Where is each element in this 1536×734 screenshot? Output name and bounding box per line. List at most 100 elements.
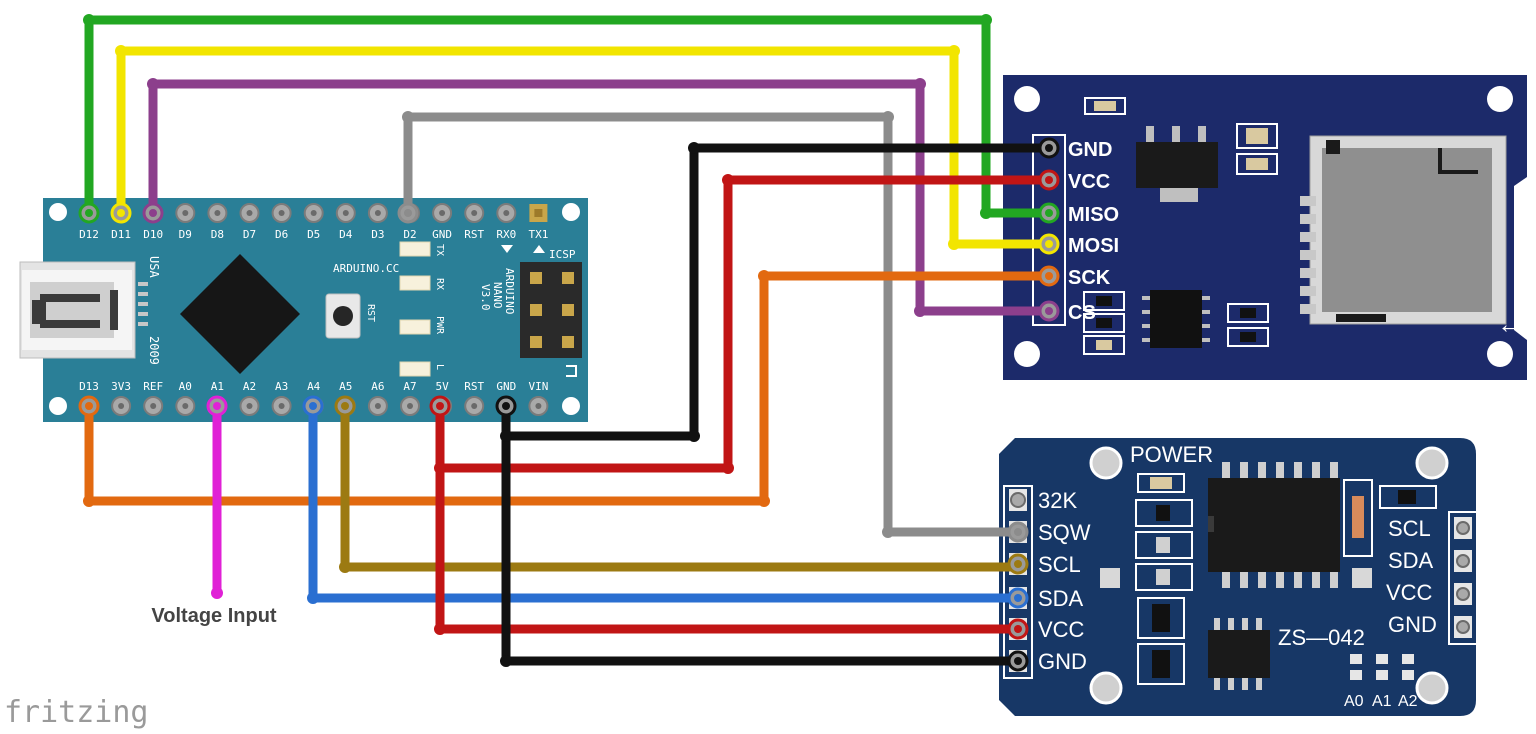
- rtc-pin-label-gnd: GND: [1038, 649, 1087, 674]
- rtc-address-a1: A1: [1372, 693, 1392, 710]
- nano-bottom-pin-label: REF: [143, 380, 163, 393]
- nano-leds: [399, 241, 431, 377]
- rtc-pin-32k[interactable]: [1010, 492, 1026, 508]
- wired-pin-core: [1014, 560, 1022, 568]
- rtc-mount-hole: [1089, 446, 1123, 480]
- rtc-right-pin-scl[interactable]: [1456, 521, 1470, 535]
- wired-pin-core: [1014, 594, 1022, 602]
- wire-joints: [83, 14, 992, 667]
- nano-bottom-pin-label: A2: [243, 380, 256, 393]
- nano-pin-hole: [439, 210, 446, 216]
- sd-mount-hole: [1014, 341, 1040, 367]
- nano-bottom-pin-label: A3: [275, 380, 288, 393]
- voltage-input-label: Voltage Input: [151, 605, 277, 627]
- nano-top-pin-label: D6: [275, 228, 288, 241]
- fritzing-logo: fritzing: [4, 695, 149, 730]
- sd-pin-label-vcc: VCC: [1068, 171, 1110, 193]
- nano-top-pin-label: D8: [211, 228, 224, 241]
- sd-pin-label-sck: SCK: [1068, 267, 1111, 289]
- nano-bottom-pin-label: 5V: [435, 380, 449, 393]
- sd-arrow-mark: ←: [1497, 309, 1523, 339]
- nano-mount-hole: [49, 397, 67, 415]
- wired-pin-core: [1045, 209, 1053, 217]
- rtc-right-pin-gnd[interactable]: [1456, 620, 1470, 634]
- nano-pin-hole: [246, 210, 253, 216]
- rx-arrow: [501, 245, 513, 253]
- nano-pin-hole: [374, 210, 381, 216]
- icsp-label: ICSP: [549, 248, 576, 261]
- nano-year-label: 2009: [147, 336, 161, 365]
- rtc-address-a0: A0: [1344, 693, 1364, 710]
- led-tx-label: TX: [434, 244, 445, 256]
- nano-pin-hole: [535, 403, 542, 409]
- rtc-right-pin-label-vcc: VCC: [1386, 580, 1433, 605]
- rtc-right-pin-sda[interactable]: [1456, 554, 1470, 568]
- nano-top-pin-label: D4: [339, 228, 353, 241]
- nano-pin-hole: [407, 403, 413, 409]
- wired-pin-core: [436, 402, 444, 410]
- wired-pin-core: [1045, 272, 1053, 280]
- nano-bottom-pin-label: A0: [179, 380, 192, 393]
- rtc-mount-hole: [1089, 671, 1123, 705]
- nano-mount-hole: [562, 203, 580, 221]
- nano-bottom-pin-label: A1: [211, 380, 224, 393]
- rtc-left-header-outline: [1003, 485, 1033, 679]
- nano-mount-hole: [562, 397, 580, 415]
- led-l-label: L: [434, 364, 445, 370]
- nano-top-pin-label: RST: [464, 228, 484, 241]
- nano-pin-hole: [278, 403, 285, 409]
- rtc-right-header: [1454, 517, 1472, 638]
- rtc-mount-hole: [1415, 446, 1449, 480]
- sd-card-slot: [1300, 135, 1507, 325]
- led-pwr-label: PWR: [434, 316, 445, 335]
- nano-top-pin-label: D12: [79, 228, 99, 241]
- sd-pin-label-miso: MISO: [1068, 204, 1119, 226]
- rtc-address-a2: A2: [1398, 693, 1418, 710]
- rtc-address-pads: [1350, 654, 1414, 680]
- mini-usb-connector: [19, 261, 148, 359]
- sd-voltage-regulator: [1136, 126, 1218, 202]
- nano-pin-hole: [278, 210, 285, 216]
- wired-pin-core: [502, 402, 510, 410]
- rtc-mount-hole: [1415, 671, 1449, 705]
- reset-button[interactable]: [325, 293, 361, 339]
- wired-pin-core: [1045, 144, 1053, 152]
- wired-pin-core: [1045, 307, 1053, 315]
- nano-top-pin-label: D3: [371, 228, 384, 241]
- nano-pin-hole: [182, 403, 189, 409]
- nano-top-pin-label: GND: [432, 228, 452, 241]
- nano-pin-hole: [214, 210, 221, 216]
- nano-bottom-pin-label: A4: [307, 380, 321, 393]
- nano-top-pin-label: D5: [307, 228, 320, 241]
- nano-pin-hole: [150, 403, 157, 409]
- nano-bottom-pin-label: GND: [496, 380, 516, 393]
- rtc-right-pin-label-scl: SCL: [1388, 516, 1431, 541]
- rtc-right-pin-vcc[interactable]: [1456, 587, 1470, 601]
- nano-bottom-pin-label: A5: [339, 380, 352, 393]
- wired-pin-core: [213, 402, 221, 410]
- rtc-right-pin-label-sda: SDA: [1388, 548, 1434, 573]
- nano-bottom-pin-label: 3V3: [111, 380, 131, 393]
- nano-mount-hole: [49, 203, 67, 221]
- rtc-pin-label-scl: SCL: [1038, 552, 1081, 577]
- wired-pin-core: [404, 209, 412, 217]
- reset-button-label: RST: [365, 304, 376, 322]
- wired-pin-core: [1045, 176, 1053, 184]
- nano-top-pin-label: D2: [403, 228, 416, 241]
- nano-top-pin-label: D7: [243, 228, 256, 241]
- sd-pin-header-outline: [1032, 134, 1066, 326]
- sd-mount-hole: [1014, 86, 1040, 112]
- wired-pin-core: [1014, 657, 1022, 665]
- nano-top-pin-label: D10: [143, 228, 163, 241]
- icsp-header: [520, 262, 582, 377]
- nano-top-pin-label: D9: [179, 228, 192, 241]
- wire-a5-scl[interactable]: [340, 401, 1022, 572]
- nano-bottom-pin-label: A7: [403, 380, 416, 393]
- nano-bottom-pin-label: A6: [371, 380, 384, 393]
- nano-pin-hole: [310, 210, 317, 216]
- nano-pin-hole: [471, 210, 478, 216]
- led-rx-label: RX: [434, 278, 445, 290]
